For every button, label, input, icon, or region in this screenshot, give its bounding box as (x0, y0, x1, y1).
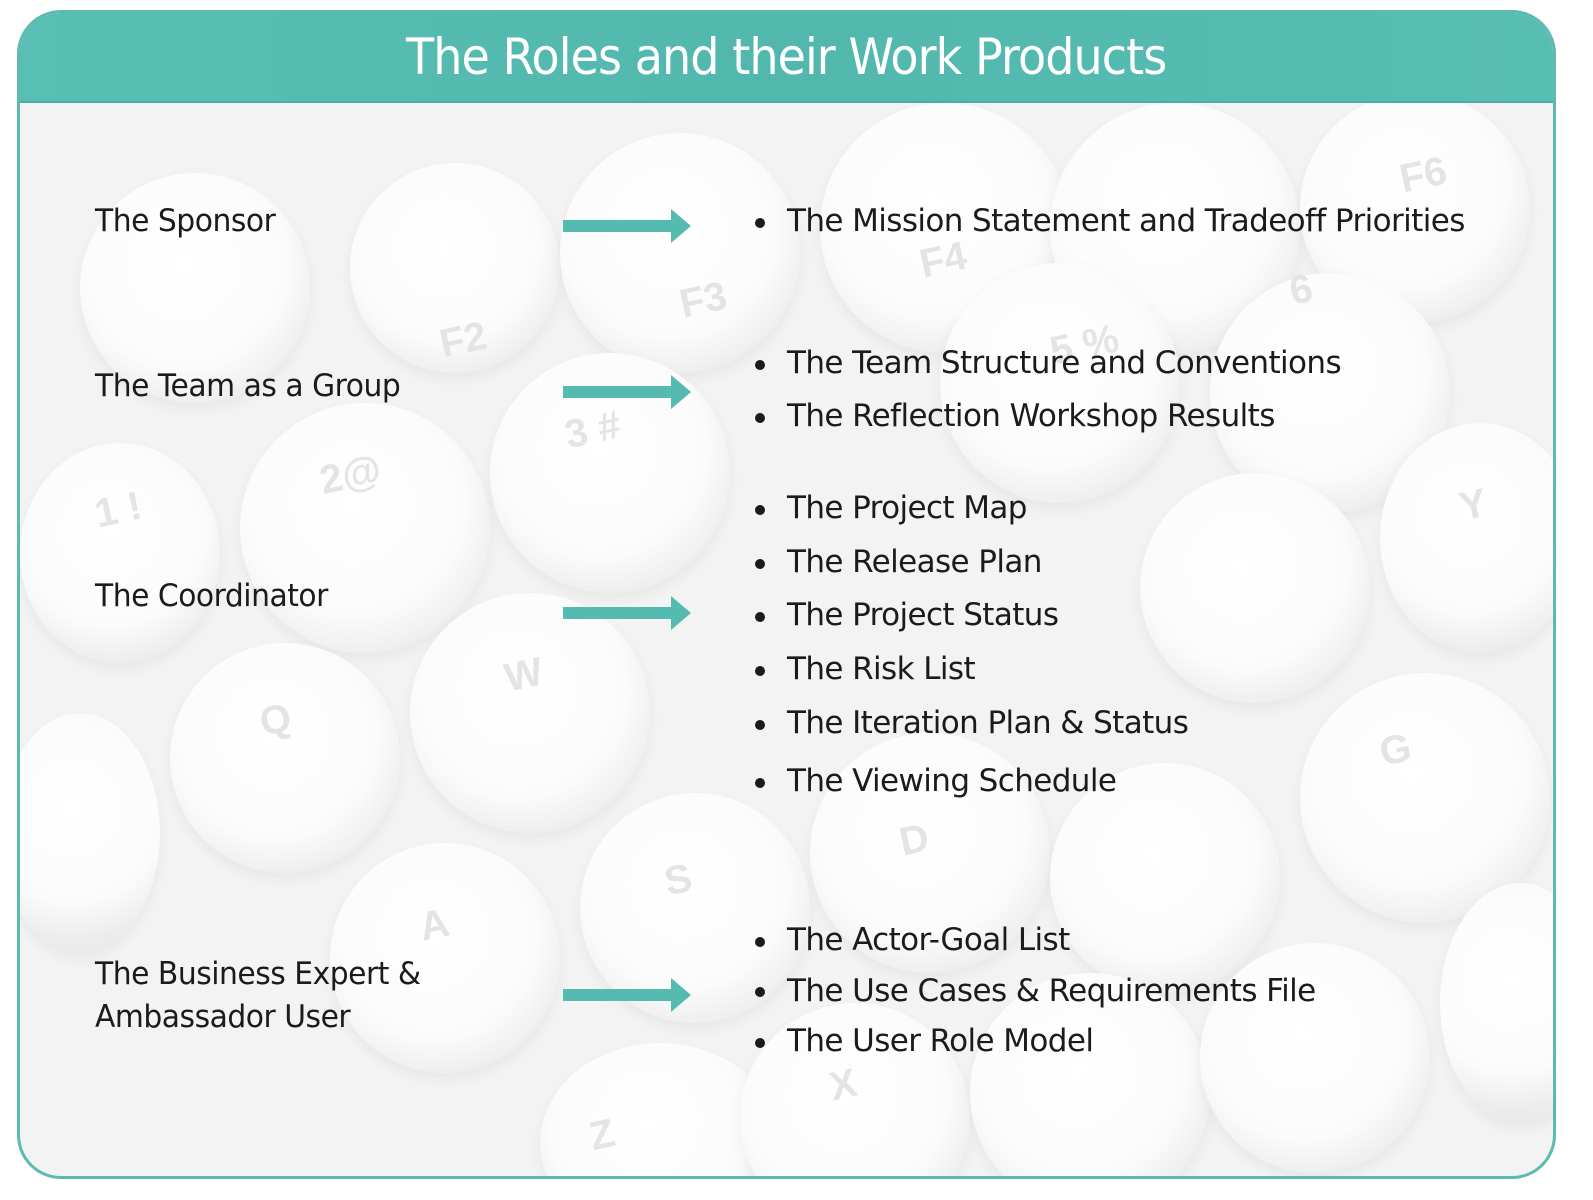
page-title: The Roles and their Work Products (406, 28, 1167, 86)
work-product-item: The Project Status (750, 594, 1188, 648)
keyboard-background: F2 F3 F4 F6 5 % 6 2@ 3 # 1 ! Q W Y G D S… (20, 13, 1553, 1176)
work-product-item: The Iteration Plan & Status (750, 702, 1189, 760)
bullet-icon (755, 777, 765, 788)
work-products-list: The Mission Statement and Tradeoff Prior… (750, 200, 1465, 243)
bullet-icon (755, 1037, 765, 1048)
role-label: The Coordinator (95, 578, 328, 614)
role-label-line-1: The Business Expert & (95, 956, 421, 992)
bullet-icon (755, 505, 765, 515)
role-label-line-2: Ambassador User (95, 999, 351, 1035)
role-label: The Team as a Group (95, 368, 401, 404)
work-product-item: The Actor-Goal List (750, 919, 1316, 970)
diagram-frame: F2 F3 F4 F6 5 % 6 2@ 3 # 1 ! Q W Y G D S… (17, 10, 1556, 1179)
work-product-item: The Mission Statement and Tradeoff Prior… (750, 200, 1465, 243)
work-product-item: The Viewing Schedule (750, 760, 1188, 803)
bullet-icon (755, 987, 765, 997)
work-product-item: The Project Map (750, 487, 1188, 541)
bullet-icon (755, 558, 765, 569)
work-product-item: The Team Structure and Conventions (750, 342, 1342, 395)
bullet-icon (755, 217, 765, 228)
work-product-item: The Use Cases & Requirements File (750, 970, 1316, 1020)
bullet-icon (755, 612, 765, 622)
title-bar: The Roles and their Work Products (20, 13, 1553, 103)
right-arrow-icon (563, 596, 691, 630)
work-product-item: The Release Plan (750, 541, 1188, 594)
right-arrow-icon (563, 209, 691, 243)
bullet-icon (755, 666, 765, 676)
bullet-icon (755, 936, 765, 947)
role-label: The Sponsor (95, 203, 276, 239)
work-products-list: The Actor-Goal List The Use Cases & Requ… (750, 919, 1316, 1063)
work-product-item: The Reflection Workshop Results (750, 395, 1341, 438)
bullet-icon (755, 720, 765, 730)
right-arrow-icon (563, 375, 691, 409)
bullet-icon (755, 359, 765, 370)
right-arrow-icon (563, 978, 691, 1012)
work-product-item: The Risk List (750, 648, 1188, 702)
work-products-list: The Team Structure and Conventions The R… (750, 342, 1342, 438)
work-product-item: The User Role Model (750, 1020, 1316, 1063)
role-label: The Business Expert & Ambassador User (95, 953, 421, 1039)
bullet-icon (755, 412, 765, 423)
work-products-list: The Project Map The Release Plan The Pro… (750, 487, 1189, 803)
